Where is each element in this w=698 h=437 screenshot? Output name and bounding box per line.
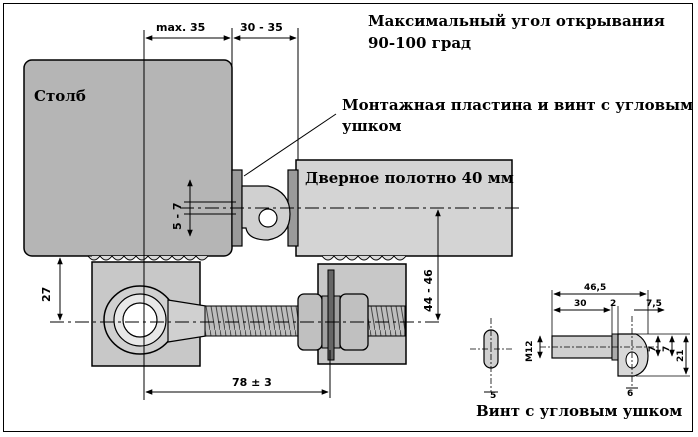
label-7b: 7 (662, 346, 672, 352)
label-30: 30 (574, 299, 587, 309)
door-leaf-label: Дверное полотно 40 мм (305, 169, 514, 187)
label-3035: 30 - 35 (240, 21, 283, 34)
label-7a: 7 (648, 346, 658, 352)
label-2: 2 (610, 299, 616, 309)
max-angle-title: Максимальный угол открывания (368, 12, 665, 30)
label-4446: 44 - 46 (422, 269, 435, 312)
max-angle-value: 90-100 град (368, 34, 472, 52)
label-21: 21 (676, 349, 686, 362)
label-6: 6 (627, 389, 633, 399)
post-label: Столб (34, 87, 86, 105)
mount-plate-label: Монтажная пластина и винт с угловым (342, 96, 694, 114)
label-75: 7,5 (646, 299, 662, 309)
drawing-frame (3, 3, 693, 432)
label-57: 5 - 7 (171, 202, 184, 230)
label-27: 27 (40, 287, 53, 302)
lower-eye-hole (122, 302, 158, 338)
upper-eye-hole (258, 208, 278, 228)
label-5: 5 (490, 391, 496, 401)
label-m12: M12 (525, 341, 535, 362)
weld-seam-post (87, 255, 209, 261)
mount-plate-label-cont: ушком (342, 117, 402, 135)
label-78: 78 ± 3 (232, 376, 272, 389)
plate-leader (243, 113, 337, 177)
label-max35: max. 35 (156, 21, 205, 34)
label-465: 46,5 (584, 283, 606, 293)
screw-caption: Винт с угловым ушком (476, 402, 683, 420)
weld-seam-door (321, 255, 407, 261)
